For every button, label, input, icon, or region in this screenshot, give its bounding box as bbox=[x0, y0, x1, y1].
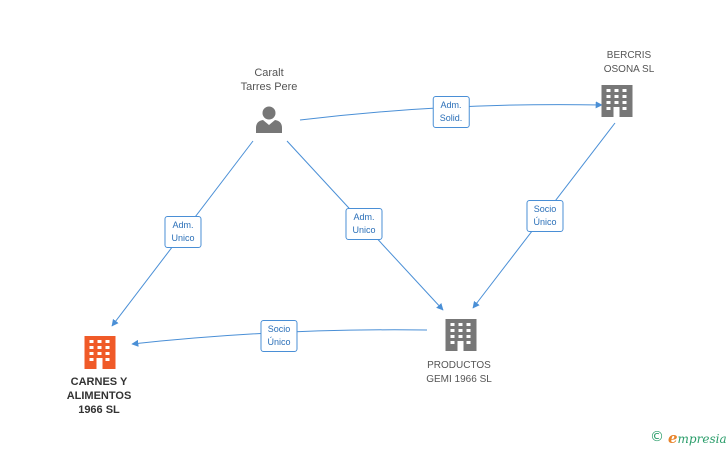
building-icon[interactable] bbox=[445, 319, 477, 351]
edge-label-line: Unico bbox=[171, 233, 195, 243]
node-label-line: OSONA SL bbox=[603, 64, 655, 75]
edge-label-line: Unico bbox=[352, 225, 376, 235]
edge-label-adm-solid[interactable]: Adm. Solid. bbox=[432, 96, 470, 128]
node-label-line: BERCRIS bbox=[606, 50, 652, 61]
edge-label-line: Socio bbox=[267, 324, 291, 334]
node-label-line: Caralt bbox=[254, 67, 284, 79]
person-icon[interactable] bbox=[256, 106, 282, 134]
node-label-line: CARNES Y bbox=[70, 376, 128, 388]
edge-label-socio-unico-bottom[interactable]: Socio Único bbox=[260, 320, 298, 352]
edge-label-line: Solid. bbox=[439, 113, 463, 123]
edge-label-line: Único bbox=[267, 337, 291, 347]
node-label-carnes[interactable]: CARNES Y ALIMENTOS 1966 SL bbox=[67, 375, 132, 417]
edge-label-line: Adm. bbox=[353, 212, 375, 222]
building-icon[interactable] bbox=[601, 85, 633, 117]
edge-label-adm-unico-left[interactable]: Adm. Unico bbox=[164, 216, 202, 248]
edge-label-line: Adm. bbox=[440, 100, 462, 110]
brand-initial: e bbox=[668, 429, 678, 447]
node-label-line: PRODUCTOS bbox=[427, 360, 491, 371]
node-label-caralt[interactable]: Caralt Tarres Pere bbox=[241, 66, 298, 94]
building-icon[interactable] bbox=[84, 336, 116, 369]
edge-label-line: Único bbox=[533, 217, 557, 227]
node-label-productos[interactable]: PRODUCTOS GEMI 1966 SL bbox=[426, 359, 492, 387]
node-label-line: 1966 SL bbox=[78, 404, 120, 416]
edge-label-socio-unico-right[interactable]: Socio Único bbox=[526, 200, 564, 232]
node-label-line: Tarres Pere bbox=[240, 81, 298, 93]
node-label-bercris[interactable]: BERCRIS OSONA SL bbox=[604, 49, 655, 77]
edge-label-line: Socio bbox=[533, 204, 557, 214]
copyright-icon: © bbox=[650, 429, 664, 445]
node-label-line: GEMI 1966 SL bbox=[426, 374, 492, 385]
node-label-line: ALIMENTOS bbox=[66, 390, 132, 402]
empresia-logo[interactable]: empresia bbox=[668, 429, 727, 447]
brand-rest: mpresia bbox=[677, 432, 727, 446]
edge-label-line: Adm. bbox=[172, 220, 194, 230]
edge-label-adm-unico-right[interactable]: Adm. Unico bbox=[345, 208, 383, 240]
